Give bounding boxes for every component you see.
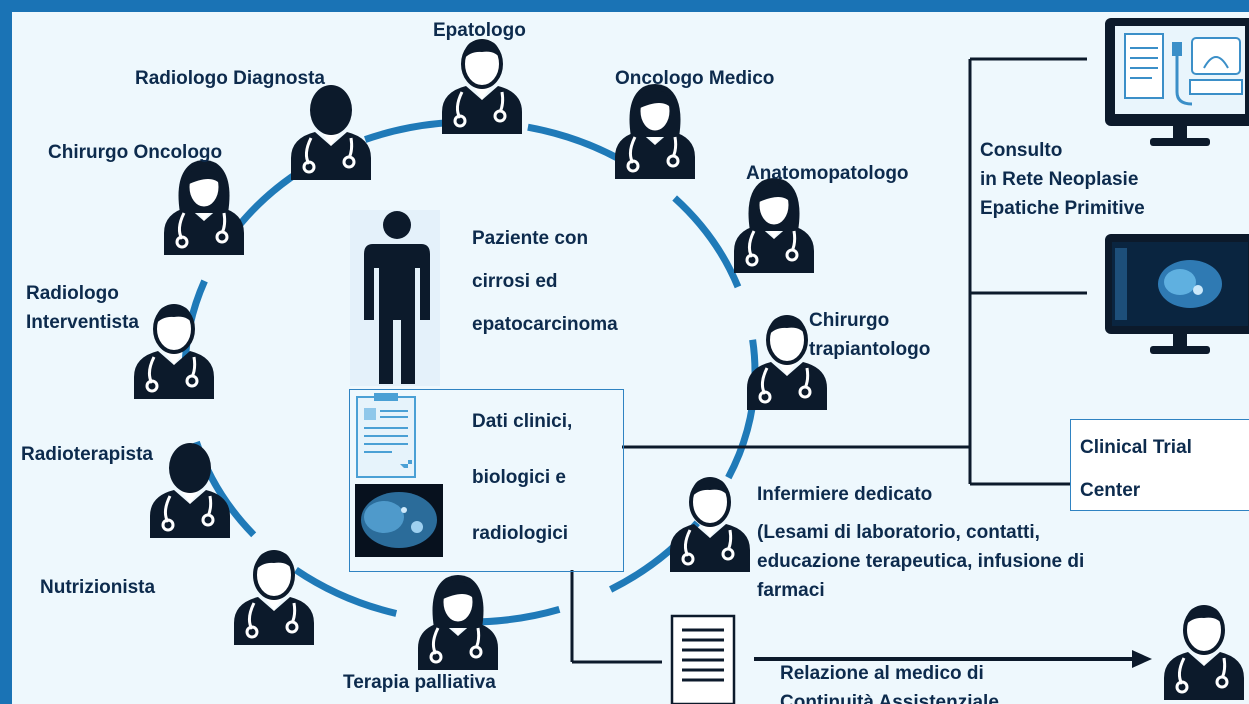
report-line: Continuità Assistenziale	[780, 692, 999, 704]
label-chirurgo-oncologo: Chirurgo Oncologo	[48, 142, 223, 163]
label-epatologo: Epatologo	[433, 20, 526, 41]
monitor-ultrasound-icon	[1105, 18, 1249, 146]
label-oncologo-medico: Oncologo Medico	[615, 68, 775, 89]
label-line: (Lesami di laboratorio, contatti,	[757, 522, 1040, 543]
nutrizionista-icon	[232, 548, 316, 647]
radiologo-diagnosta-icon	[289, 83, 373, 182]
label-terapia-palliativa: Terapia palliativa	[343, 672, 496, 693]
trial-line: Clinical Trial	[1080, 437, 1192, 458]
consulto-line: Consulto	[980, 140, 1063, 161]
ct-scan-image	[355, 484, 443, 557]
infermiere-icon	[668, 475, 752, 574]
radiologo-interventista-icon	[132, 302, 216, 401]
label-radiologo-diagnosta: Radiologo Diagnosta	[135, 68, 325, 89]
patient-line: epatocarcinoma	[472, 314, 618, 335]
clinical-trial-box	[1070, 419, 1249, 511]
label-line: trapiantologo	[809, 339, 931, 360]
label-line: Interventista	[26, 312, 139, 333]
clinical-form-icon	[356, 393, 416, 478]
diagram-canvas: Epatologo Radiologo Diagnosta Oncologo M…	[12, 12, 1249, 704]
data-line: biologici e	[472, 467, 566, 488]
patient-line: cirrosi ed	[472, 271, 558, 292]
report-document-icon	[670, 614, 736, 704]
consulto-line: Epatiche Primitive	[980, 198, 1145, 219]
label-line: educazione terapeutica, infusione di	[757, 551, 1085, 572]
anatomopatologo-icon	[732, 176, 816, 275]
label-line: Radiologo	[26, 283, 119, 304]
diagram-graphics	[132, 18, 1249, 704]
label-radioterapista: Radioterapista	[21, 444, 153, 465]
report-arrow	[754, 650, 1152, 668]
report-line: Relazione al medico di	[780, 663, 984, 684]
chirurgo-oncologo-icon	[162, 158, 246, 257]
label-infermiere-dedicato: Infermiere dedicato	[757, 484, 933, 505]
oncologo-medico-icon	[613, 82, 697, 181]
epatologo-icon	[440, 37, 524, 136]
label-anatomopatologo: Anatomopatologo	[746, 163, 909, 184]
data-line: Dati clinici,	[472, 411, 573, 432]
label-line: farmaci	[757, 580, 825, 601]
medico-continuita-icon	[1162, 603, 1246, 702]
consulto-line: in Rete Neoplasie	[980, 169, 1139, 190]
patient-icon	[350, 210, 440, 386]
connector-lines	[570, 57, 1087, 664]
patient-line: Paziente con	[472, 228, 589, 249]
data-line: radiologici	[472, 523, 569, 544]
monitor-ct-icon	[1105, 234, 1249, 354]
label-nutrizionista: Nutrizionista	[40, 577, 156, 598]
clinical-data-box	[349, 389, 624, 572]
label-line: Chirurgo	[809, 310, 890, 331]
trial-line: Center	[1080, 480, 1141, 501]
